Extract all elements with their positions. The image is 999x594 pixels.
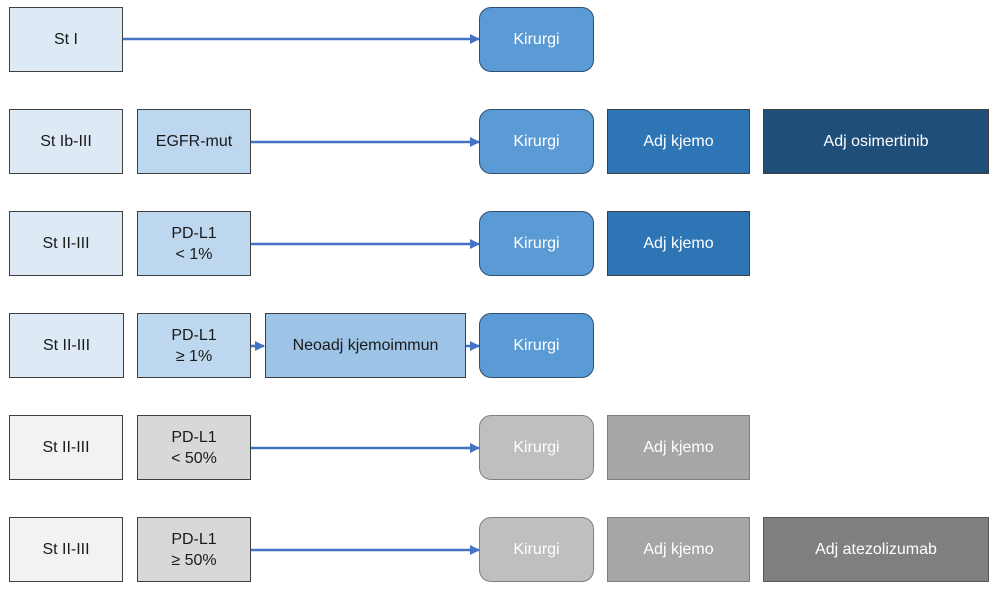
- atezolizumab-label: Adj atezolizumab: [815, 541, 937, 558]
- adjuvant-chemo-box-row2: Adj kjemo: [607, 109, 750, 174]
- surgery-label: Kirurgi: [513, 439, 560, 456]
- surgery-label: Kirurgi: [513, 133, 560, 150]
- adjuvant-chemo-box-row3: Adj kjemo: [607, 211, 750, 276]
- osimertinib-label: Adj osimertinib: [823, 133, 929, 150]
- stage-box-row6: St II-III: [9, 517, 123, 582]
- stage-box-row1: St I: [9, 7, 123, 72]
- marker-label-line1: PD-L1: [171, 530, 217, 548]
- surgery-box-row1: Kirurgi: [479, 7, 594, 72]
- marker-box-row2: EGFR-mut: [137, 109, 251, 174]
- surgery-label: Kirurgi: [513, 541, 560, 558]
- stage-box-row2: St Ib-III: [9, 109, 123, 174]
- marker-label-line1: PD-L1: [171, 326, 217, 344]
- chemo-label: Adj kjemo: [643, 235, 714, 252]
- adjuvant-chemo-box-row5: Adj kjemo: [607, 415, 750, 480]
- adjuvant-osimertinib-box: Adj osimertinib: [763, 109, 989, 174]
- stage-box-row4: St II-III: [9, 313, 124, 378]
- adjuvant-atezolizumab-box: Adj atezolizumab: [763, 517, 989, 582]
- stage-label: St I: [53, 31, 78, 48]
- stage-box-row3: St II-III: [9, 211, 123, 276]
- marker-label: EGFR-mut: [155, 133, 233, 150]
- stage-label: St Ib-III: [40, 133, 92, 150]
- neoadjuvant-label: Neoadj kjemoimmun: [292, 337, 439, 354]
- marker-label-line2: < 1%: [175, 245, 213, 263]
- marker-label-line2: < 50%: [171, 449, 217, 467]
- marker-box-row3: PD-L1 < 1%: [137, 211, 251, 276]
- surgery-label: Kirurgi: [513, 337, 560, 354]
- marker-label-line1: PD-L1: [171, 224, 217, 242]
- stage-label: St II-III: [42, 541, 90, 558]
- surgery-box-row2: Kirurgi: [479, 109, 594, 174]
- stage-box-row5: St II-III: [9, 415, 123, 480]
- marker-box-row6: PD-L1 ≥ 50%: [137, 517, 251, 582]
- stage-label: St II-III: [42, 439, 90, 456]
- surgery-label: Kirurgi: [513, 235, 560, 252]
- marker-label-line2: ≥ 50%: [171, 551, 217, 569]
- neoadjuvant-chemoimmuno-box: Neoadj kjemoimmun: [265, 313, 466, 378]
- surgery-box-row4: Kirurgi: [479, 313, 594, 378]
- stage-label: St II-III: [42, 337, 91, 354]
- surgery-box-row5: Kirurgi: [479, 415, 594, 480]
- surgery-label: Kirurgi: [513, 31, 560, 48]
- surgery-box-row3: Kirurgi: [479, 211, 594, 276]
- chemo-label: Adj kjemo: [643, 439, 714, 456]
- marker-box-row4: PD-L1 ≥ 1%: [137, 313, 251, 378]
- adjuvant-chemo-box-row6: Adj kjemo: [607, 517, 750, 582]
- surgery-box-row6: Kirurgi: [479, 517, 594, 582]
- stage-label: St II-III: [42, 235, 90, 252]
- chemo-label: Adj kjemo: [643, 133, 714, 150]
- chemo-label: Adj kjemo: [643, 541, 714, 558]
- marker-box-row5: PD-L1 < 50%: [137, 415, 251, 480]
- marker-label-line1: PD-L1: [171, 428, 217, 446]
- marker-label-line2: ≥ 1%: [175, 347, 213, 365]
